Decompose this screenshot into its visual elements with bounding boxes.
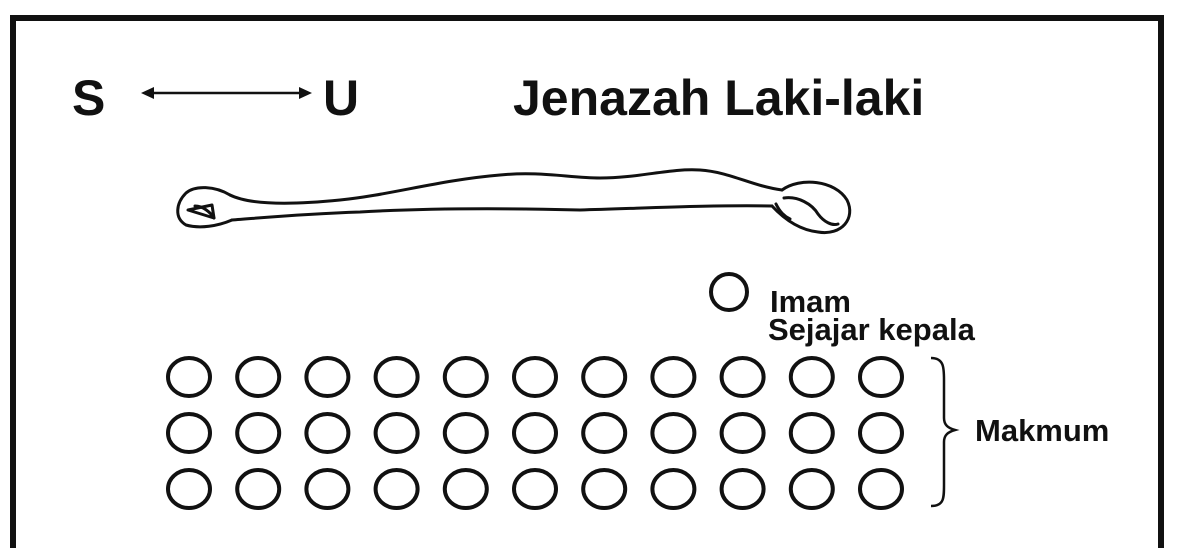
makmum-position-icon bbox=[306, 470, 348, 508]
makmum-position-icon bbox=[791, 358, 833, 396]
makmum-position-icon bbox=[237, 358, 279, 396]
imam-note: Sejajar kepala bbox=[768, 314, 975, 345]
makmum-brace-icon bbox=[931, 358, 955, 506]
makmum-position-icon bbox=[376, 358, 418, 396]
makmum-position-icon bbox=[791, 470, 833, 508]
makmum-position-icon bbox=[583, 358, 625, 396]
makmum-position-icon bbox=[168, 358, 210, 396]
makmum-position-icon bbox=[376, 470, 418, 508]
makmum-position-icon bbox=[860, 358, 902, 396]
makmum-position-icon bbox=[722, 358, 764, 396]
makmum-position-icon bbox=[306, 358, 348, 396]
makmum-position-icon bbox=[860, 414, 902, 452]
makmum-position-icon bbox=[445, 358, 487, 396]
makmum-position-icon bbox=[722, 470, 764, 508]
makmum-position-icon bbox=[514, 470, 556, 508]
makmum-position-icon bbox=[445, 470, 487, 508]
makmum-position-icon bbox=[237, 470, 279, 508]
makmum-position-icon bbox=[583, 470, 625, 508]
makmum-rows bbox=[168, 358, 902, 508]
makmum-position-icon bbox=[237, 414, 279, 452]
makmum-position-icon bbox=[514, 414, 556, 452]
makmum-position-icon bbox=[376, 414, 418, 452]
makmum-label: Makmum bbox=[975, 415, 1109, 446]
makmum-position-icon bbox=[514, 358, 556, 396]
makmum-position-icon bbox=[583, 414, 625, 452]
imam-position-icon bbox=[711, 274, 747, 310]
makmum-position-icon bbox=[791, 414, 833, 452]
makmum-position-icon bbox=[445, 414, 487, 452]
jenazah-body-icon bbox=[178, 170, 850, 233]
makmum-position-icon bbox=[860, 470, 902, 508]
direction-arrow-icon bbox=[141, 87, 312, 99]
makmum-position-icon bbox=[652, 414, 694, 452]
makmum-position-icon bbox=[652, 358, 694, 396]
makmum-position-icon bbox=[722, 414, 764, 452]
makmum-position-icon bbox=[168, 414, 210, 452]
makmum-position-icon bbox=[652, 470, 694, 508]
makmum-position-icon bbox=[168, 470, 210, 508]
makmum-position-icon bbox=[306, 414, 348, 452]
